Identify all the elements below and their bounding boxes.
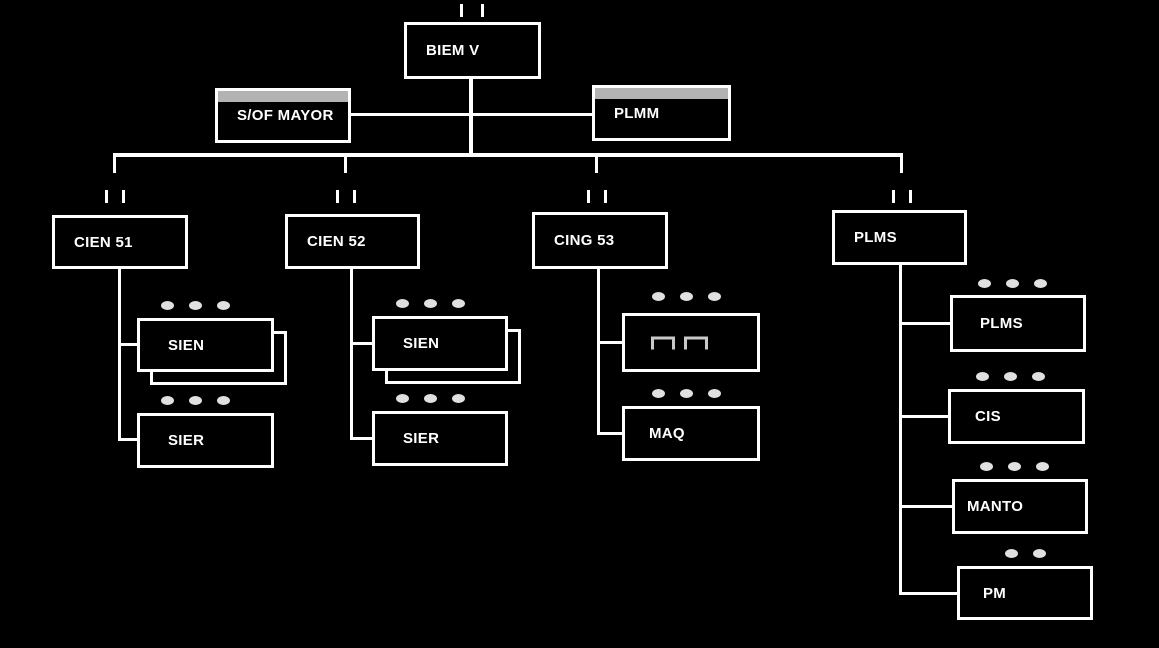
ellipsis-dot (708, 292, 721, 301)
ellipsis-dot (1034, 279, 1047, 288)
connector-staff-horizontal (351, 113, 592, 116)
connector-stub (344, 153, 347, 173)
ellipsis-dot (1006, 279, 1019, 288)
ellipsis-dot (1005, 549, 1018, 558)
connector-stub (113, 153, 116, 173)
node-sien-2: SIEN (372, 316, 508, 371)
ellipsis-dot (708, 389, 721, 398)
double-bracket-icon (651, 336, 708, 349)
ellipsis-dot (396, 394, 409, 403)
ellipsis-dot (1036, 462, 1049, 471)
node-plms: PLMS (832, 210, 967, 265)
node-cing-sub-symbol (622, 313, 760, 372)
ellipsis-dot (424, 394, 437, 403)
node-sien-1-label: SIEN (168, 336, 205, 354)
connector-branch (899, 415, 948, 418)
connector-branch (350, 437, 372, 440)
ellipsis-dot (680, 389, 693, 398)
node-sof-mayor: S/OF MAYOR (215, 88, 351, 143)
node-pm: PM (957, 566, 1093, 620)
node-cing-53-label: CING 53 (554, 232, 615, 249)
ellipsis-dot (980, 462, 993, 471)
ellipsis-dot (652, 292, 665, 301)
break-mark (481, 4, 484, 17)
ellipsis-dot (189, 396, 202, 405)
break-mark (909, 190, 912, 203)
connector-dept3-vertical (597, 269, 600, 434)
connector-branch (899, 505, 952, 508)
break-mark (892, 190, 895, 203)
node-biem-v: BIEM V (404, 22, 541, 79)
connector-main-rail (113, 153, 903, 157)
header-strip (218, 91, 348, 102)
node-cien-52-label: CIEN 52 (307, 233, 366, 250)
node-biem-v-label: BIEM V (426, 42, 480, 59)
connector-root-vertical (469, 79, 473, 155)
node-cien-51-label: CIEN 51 (74, 233, 133, 251)
ellipsis-dot (978, 279, 991, 288)
ellipsis-dot (1032, 372, 1045, 381)
node-manto: MANTO (952, 479, 1088, 534)
connector-stub (595, 153, 598, 173)
node-cien-52: CIEN 52 (285, 214, 420, 269)
break-mark (105, 190, 108, 203)
ellipsis-dot (217, 396, 230, 405)
node-cis: CIS (948, 389, 1085, 444)
node-plms-sub: PLMS (950, 295, 1086, 352)
ellipsis-dot (1033, 549, 1046, 558)
bracket-shape (684, 336, 708, 349)
node-plmm: PLMM (592, 85, 731, 141)
node-sien-2-label: SIEN (403, 335, 440, 352)
node-cis-label: CIS (975, 408, 1001, 425)
node-plmm-label: PLMM (614, 104, 660, 122)
break-mark (460, 4, 463, 17)
node-manto-label: MANTO (967, 498, 1024, 515)
connector-dept2-vertical (350, 269, 353, 440)
node-sier-1: SIER (137, 413, 274, 468)
ellipsis-dot (452, 299, 465, 308)
ellipsis-dot (680, 292, 693, 301)
node-sier-1-label: SIER (168, 432, 205, 449)
node-maq: MAQ (622, 406, 760, 461)
ellipsis-dot (161, 396, 174, 405)
ellipsis-dot (396, 299, 409, 308)
ellipsis-dot (1008, 462, 1021, 471)
connector-branch (350, 342, 372, 345)
break-mark (587, 190, 590, 203)
node-maq-label: MAQ (649, 425, 685, 442)
break-mark (336, 190, 339, 203)
node-pm-label: PM (983, 584, 1007, 602)
node-sier-2-label: SIER (403, 430, 440, 447)
node-cing-53: CING 53 (532, 212, 668, 269)
header-strip (595, 88, 728, 99)
node-plms-label: PLMS (854, 229, 897, 246)
ellipsis-dot (976, 372, 989, 381)
node-sof-mayor-label: S/OF MAYOR (237, 107, 334, 124)
node-cien-51: CIEN 51 (52, 215, 188, 269)
ellipsis-dot (424, 299, 437, 308)
break-mark (353, 190, 356, 203)
connector-branch (118, 438, 137, 441)
node-sier-2: SIER (372, 411, 508, 466)
break-mark (122, 190, 125, 203)
ellipsis-dot (452, 394, 465, 403)
connector-dept4-vertical (899, 265, 902, 595)
connector-branch (597, 432, 622, 435)
ellipsis-dot (1004, 372, 1017, 381)
ellipsis-dot (189, 301, 202, 310)
connector-stub (900, 153, 903, 173)
connector-branch (118, 343, 137, 346)
connector-dept1-vertical (118, 269, 121, 441)
connector-branch (899, 322, 950, 325)
node-plms-sub-label: PLMS (980, 315, 1023, 332)
connector-branch (899, 592, 957, 595)
ellipsis-dot (161, 301, 174, 310)
ellipsis-dot (217, 301, 230, 310)
break-mark (604, 190, 607, 203)
ellipsis-dot (652, 389, 665, 398)
connector-branch (597, 341, 622, 344)
bracket-shape (651, 336, 675, 349)
node-sien-1: SIEN (137, 318, 274, 372)
